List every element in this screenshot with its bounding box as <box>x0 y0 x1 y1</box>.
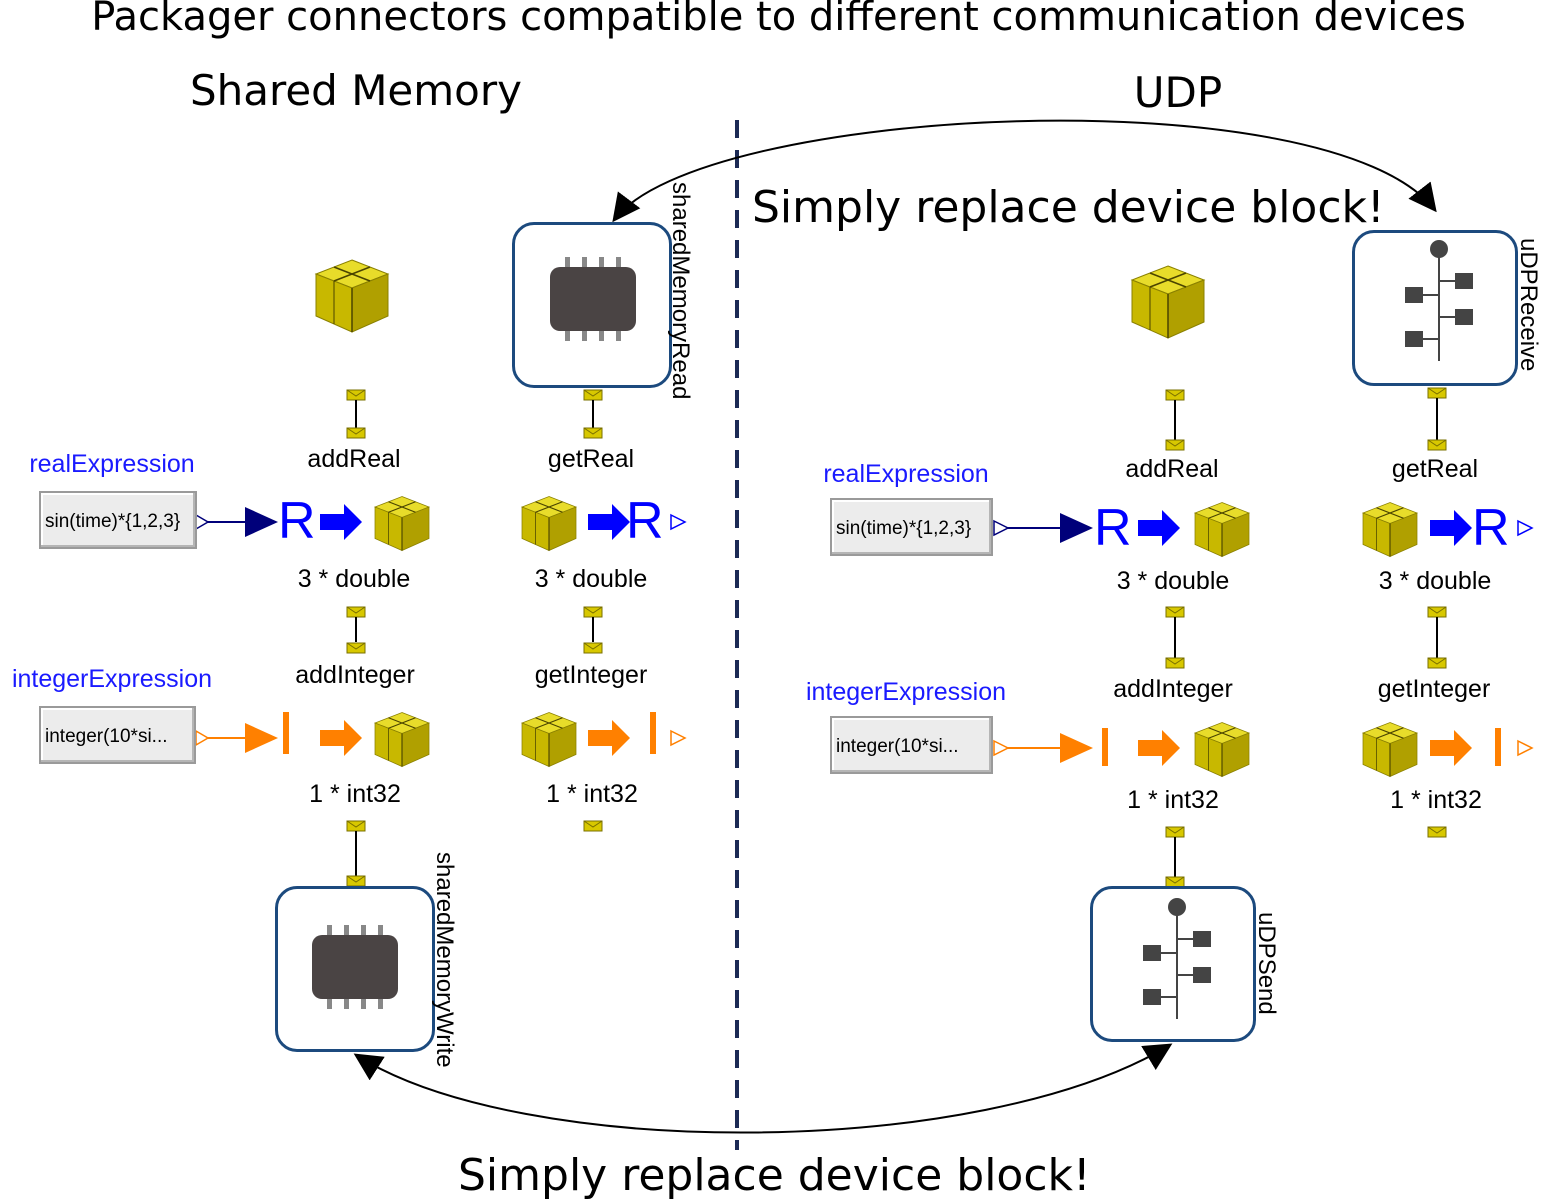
get-integer-label: getInteger <box>534 661 648 689</box>
package-cube-icon <box>374 495 430 552</box>
package-cube-icon <box>1131 265 1205 339</box>
add-integer-type: 1 * int32 <box>1127 786 1219 814</box>
chip-icon <box>550 257 636 341</box>
envelope-connector-icon <box>346 642 366 654</box>
real-arrow-icon <box>320 504 362 540</box>
envelope-connector-icon <box>1165 606 1185 618</box>
shared-memory-read-block[interactable] <box>512 222 672 388</box>
bottom-replace-arrow <box>353 1043 1173 1134</box>
envelope-connector-icon <box>346 875 366 887</box>
real-arrow-icon <box>1138 510 1180 546</box>
add-real-label: addReal <box>1125 455 1219 483</box>
envelope-connector-icon <box>583 642 603 654</box>
add-integer-label: addInteger <box>1113 675 1233 703</box>
integer-expression-label: integerExpression <box>11 665 213 693</box>
get-integer-type: 1 * int32 <box>546 780 638 808</box>
envelope-connector-icon <box>1165 657 1185 669</box>
udp-send-label: uDPSend <box>1253 912 1280 1015</box>
envelope-connector-icon <box>1427 826 1447 838</box>
integer-symbol <box>1102 728 1108 766</box>
envelope-connector-icon <box>346 427 366 439</box>
get-real-type: 3 * double <box>1378 567 1492 595</box>
get-integer-type: 1 * int32 <box>1390 786 1482 814</box>
shared-memory-read-label: sharedMemoryRead <box>667 182 694 400</box>
real-arrow-icon <box>1430 510 1472 546</box>
integer-arrow-icon <box>588 720 630 756</box>
get-integer-label: getInteger <box>1377 675 1491 703</box>
envelope-connector-icon <box>1165 389 1185 401</box>
real-symbol: R <box>278 492 316 550</box>
package-cube-icon <box>1194 501 1250 558</box>
package-cube-icon <box>521 711 577 768</box>
integer-symbol <box>650 712 656 754</box>
right-header: UDP <box>1133 68 1223 117</box>
note-top: Simply replace device block! <box>752 182 1385 233</box>
top-replace-arrow <box>612 119 1437 223</box>
add-integer-label: addInteger <box>295 661 415 689</box>
envelope-connector-icon <box>583 820 603 832</box>
integer-expression-block[interactable]: integer(10*si... <box>39 706 196 764</box>
udp-send-block[interactable] <box>1090 886 1256 1042</box>
integer-expression-block[interactable]: integer(10*si... <box>830 716 993 774</box>
real-arrow-icon <box>588 504 630 540</box>
add-real-type: 3 * double <box>1116 567 1230 595</box>
add-real-label: addReal <box>307 445 401 473</box>
package-cube-icon <box>1362 721 1418 778</box>
add-real-type: 3 * double <box>297 565 411 593</box>
integer-arrow-icon <box>320 720 362 756</box>
integer-symbol <box>283 712 289 754</box>
real-symbol: R <box>1472 499 1510 557</box>
envelope-connector-icon <box>583 427 603 439</box>
note-bottom: Simply replace device block! <box>458 1150 1091 1201</box>
integer-arrow-icon <box>1430 730 1472 766</box>
get-real-label: getReal <box>547 445 635 473</box>
get-real-type: 3 * double <box>534 565 648 593</box>
network-tree-icon <box>1142 897 1212 1020</box>
get-real-label: getReal <box>1391 455 1479 483</box>
real-expression-block[interactable]: sin(time)*{1,2,3} <box>830 498 993 556</box>
envelope-connector-icon <box>1165 439 1185 451</box>
network-tree-icon <box>1404 239 1474 362</box>
real-expression-label: realExpression <box>823 460 989 488</box>
real-symbol: R <box>626 492 664 550</box>
envelope-connector-icon <box>583 389 603 401</box>
envelope-connector-icon <box>346 820 366 832</box>
add-integer-type: 1 * int32 <box>309 780 401 808</box>
udp-receive-label: uDPReceive <box>1515 238 1542 372</box>
package-cube-icon <box>315 259 389 333</box>
envelope-connector-icon <box>1427 387 1447 399</box>
package-cube-icon <box>521 495 577 552</box>
udp-receive-block[interactable] <box>1352 230 1518 386</box>
integer-expression-label: integerExpression <box>805 678 1007 706</box>
envelope-connector-icon <box>1165 826 1185 838</box>
chip-icon <box>312 925 398 1009</box>
envelope-connector-icon <box>1427 606 1447 618</box>
integer-arrow-icon <box>1138 730 1180 766</box>
integer-symbol <box>1495 728 1501 766</box>
shared-memory-write-block[interactable] <box>275 886 435 1052</box>
real-expression-block[interactable]: sin(time)*{1,2,3} <box>39 491 197 549</box>
real-expression-label: realExpression <box>29 450 195 478</box>
diagram-title: Packager connectors compatible to differ… <box>91 0 1466 40</box>
shared-memory-write-label: sharedMemoryWrite <box>431 852 458 1068</box>
envelope-connector-icon <box>346 389 366 401</box>
real-symbol: R <box>1094 499 1132 557</box>
left-header: Shared Memory <box>189 66 523 115</box>
envelope-connector-icon <box>346 606 366 618</box>
envelope-connector-icon <box>1427 439 1447 451</box>
package-cube-icon <box>1194 721 1250 778</box>
package-cube-icon <box>374 711 430 768</box>
envelope-connector-icon <box>583 606 603 618</box>
package-cube-icon <box>1362 501 1418 558</box>
envelope-connector-icon <box>1427 657 1447 669</box>
